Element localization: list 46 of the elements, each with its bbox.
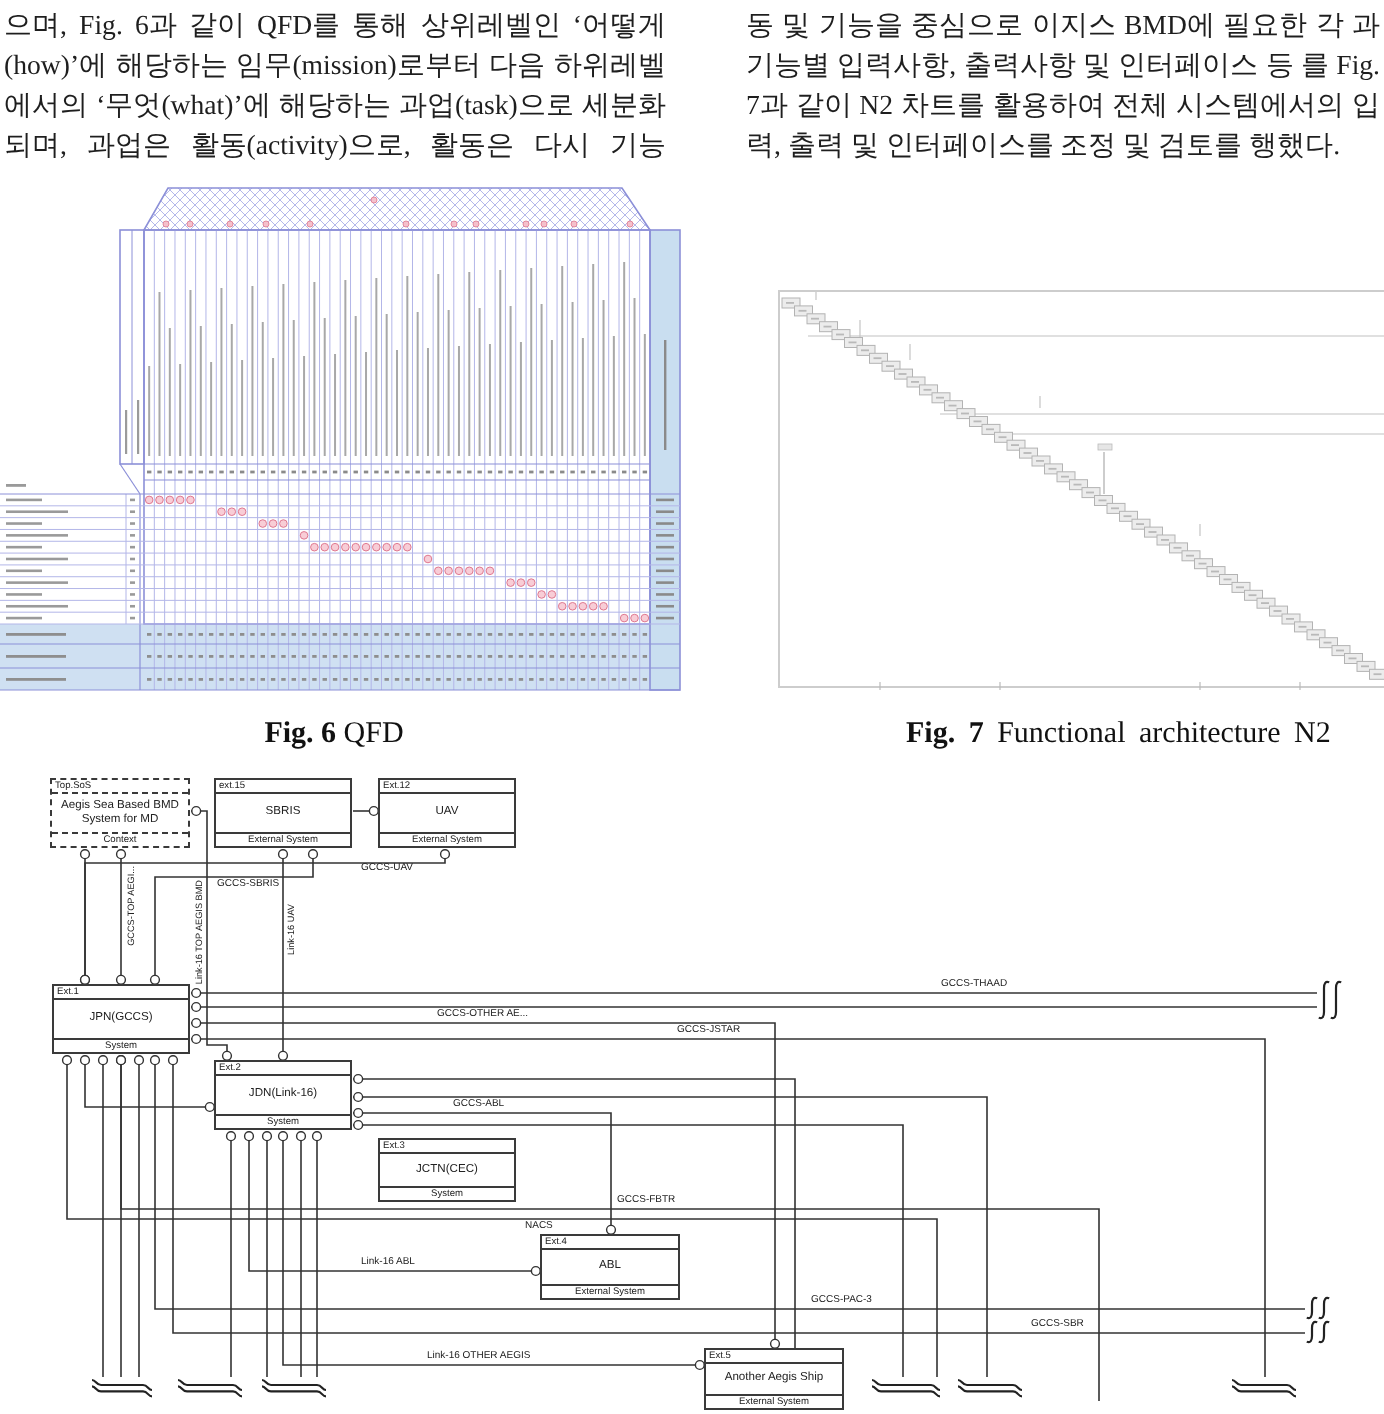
- connector-line: [352, 1107, 617, 1236]
- paragraph: 동 및 기능을 중심으로 이지스 BMD에 필요한 각 과 기능별 입력사항, 출력사항 및 인터페이스 등 를 Fig. 7과 같이 N2 차트를 활용하여 전체 시스템에서의 입력, 출력 및 인터페이스를 조정 및 검토를 행했다.: [746, 8, 1380, 164]
- connector-line: [97, 1054, 109, 1378]
- connector-line: [277, 1130, 706, 1371]
- connector-line: [190, 1017, 781, 1350]
- connector-line: [115, 848, 127, 986]
- squiggle-symbol: [870, 1376, 942, 1400]
- connector-line: [352, 1091, 988, 1378]
- squiggle-symbol: [260, 1376, 328, 1400]
- system-box: [704, 1348, 844, 1410]
- squiggle-symbol: [90, 1376, 154, 1400]
- system-box: [540, 1234, 680, 1300]
- connector-line: [190, 987, 1318, 999]
- connector-line: [190, 1033, 1266, 1378]
- connector-line: [295, 1130, 307, 1378]
- paragraph: 으며, Fig. 6과 같이 QFD를 통해 상위레벨인 ‘어떻게(how)’에 해당하는 임무(mission)로부터 다음 하위레벨에서의 ‘무엇(what)’에 해당하는 과업(task)으로 세분화되며, 과업은 활동(activity)으로, 활동은 다시 기능: [4, 8, 666, 164]
- squiggle-symbol: [956, 1376, 1024, 1400]
- dashed-system-box: [50, 778, 190, 848]
- connector-line: [352, 805, 380, 817]
- connector-line: [277, 848, 289, 1062]
- squiggle-symbol: [176, 1376, 244, 1400]
- connector-line: [115, 1054, 1100, 1402]
- squiggle-symbol: [1304, 1296, 1332, 1320]
- system-box: [378, 1138, 516, 1202]
- system-box: [378, 778, 516, 848]
- connector-line: [243, 1130, 542, 1277]
- connector-line: [311, 1130, 323, 1378]
- system-box: [52, 984, 190, 1054]
- connector-line: [79, 848, 451, 986]
- connector-line: [190, 805, 233, 1062]
- figure-caption: Fig. 6 QFD: [264, 716, 404, 752]
- figure-caption: Fig. 7 Functional architecture N2: [906, 716, 1331, 752]
- connector-line: [79, 1054, 216, 1113]
- system-box: [214, 778, 352, 848]
- connector-line: [133, 1054, 145, 1378]
- connector-line: [225, 1130, 237, 1378]
- connector-line: [352, 1073, 796, 1350]
- connector-line: [261, 1130, 273, 1378]
- squiggle-symbol: [1304, 1320, 1332, 1344]
- connector-line: [149, 848, 319, 986]
- squiggle-symbol: [1316, 980, 1344, 1020]
- system-box: [214, 1060, 352, 1130]
- connector-line: [352, 1119, 904, 1378]
- connector-line: [190, 1001, 1318, 1013]
- squiggle-symbol: [1230, 1376, 1298, 1400]
- connector-line: [61, 1054, 938, 1378]
